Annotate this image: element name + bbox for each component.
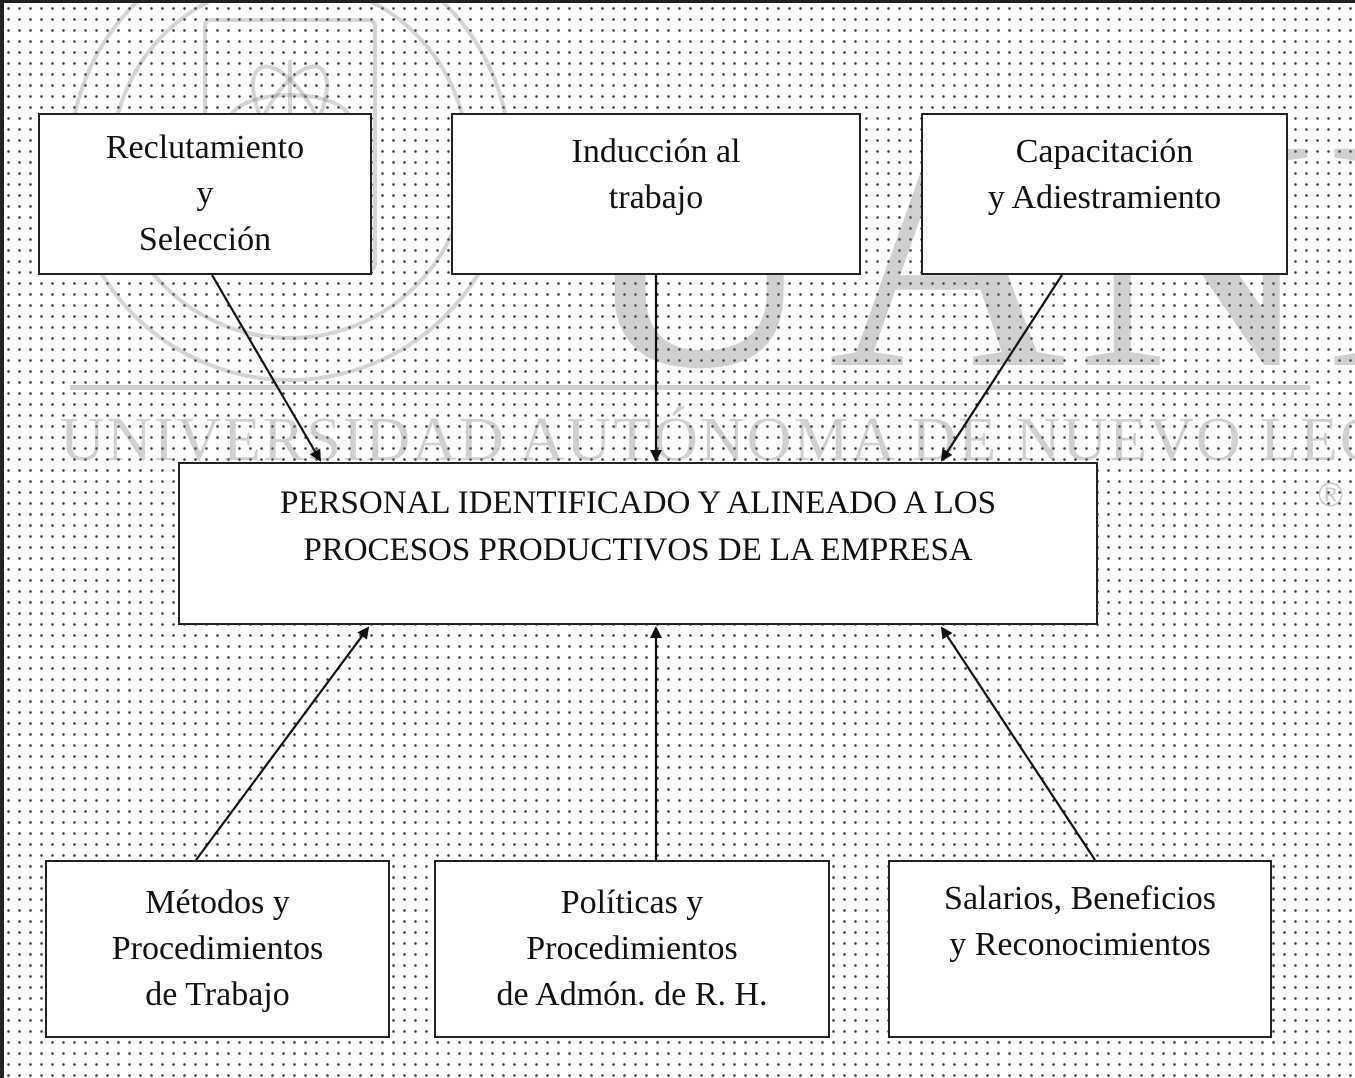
box-reclutamiento-seleccion: Reclutamiento y Selección [38,113,372,275]
box-label: Políticas y Procedimientos de Admón. de … [496,883,768,1014]
box-politicas-procedimientos: Políticas y Procedimientos de Admón. de … [434,860,830,1038]
box-capacitacion-adiestramiento: Capacitación y Adiestramiento [921,113,1288,275]
box-label: Reclutamiento y Selección [105,128,305,259]
box-induccion-trabajo: Inducción al trabajo [451,113,861,275]
box-label: Inducción al trabajo [571,133,741,217]
arrow-salarios [940,626,1096,861]
center-line-2: PROCESOS PRODUCTIVOS DE LA EMPRESA [303,531,973,568]
box-salarios-beneficios: Salarios, Beneficios y Reconocimientos [888,860,1272,1038]
arrow-reclutamiento [211,274,322,462]
box-label: Salarios, Beneficios y Reconocimientos [944,880,1216,964]
box-personal-identificado: PERSONAL IDENTIFICADO Y ALINEADO A LOS P… [178,462,1098,625]
box-metodos-procedimientos: Métodos y Procedimientos de Trabajo [45,860,390,1038]
arrow-metodos [195,626,370,861]
center-line-1: PERSONAL IDENTIFICADO Y ALINEADO A LOS [280,485,996,521]
box-label: Capacitación y Adiestramiento [987,133,1222,217]
arrow-capacitacion [940,274,1063,462]
box-label: Métodos y Procedimientos de Trabajo [111,883,324,1014]
